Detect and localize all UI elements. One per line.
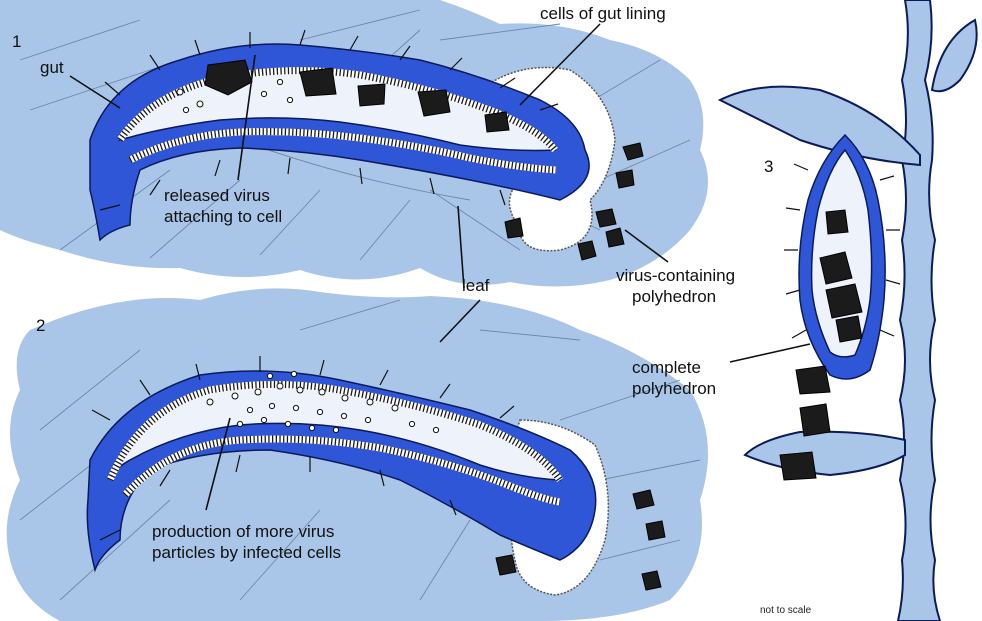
label-gut: gut xyxy=(40,58,64,78)
label-complete-line1: complete xyxy=(632,358,701,378)
label-leaf: leaf xyxy=(462,276,489,296)
label-production-line1: production of more virus xyxy=(152,522,334,542)
label-virus-containing-line2: polyhedron xyxy=(632,287,716,307)
label-released-virus-line1: released virus xyxy=(164,186,270,206)
label-released-virus-line2: attaching to cell xyxy=(164,207,282,227)
label-virus-containing-line1: virus-containing xyxy=(616,266,735,286)
label-production-line2: particles by infected cells xyxy=(152,543,341,563)
caterpillar-3 xyxy=(780,135,900,480)
label-not-to-scale: not to scale xyxy=(760,605,811,616)
panel-number-1: 1 xyxy=(12,32,21,52)
panel-number-2: 2 xyxy=(36,316,45,336)
label-complete-line2: polyhedron xyxy=(632,379,716,399)
label-cells-of-gut-lining: cells of gut lining xyxy=(540,4,666,24)
panel-number-3: 3 xyxy=(764,157,773,177)
